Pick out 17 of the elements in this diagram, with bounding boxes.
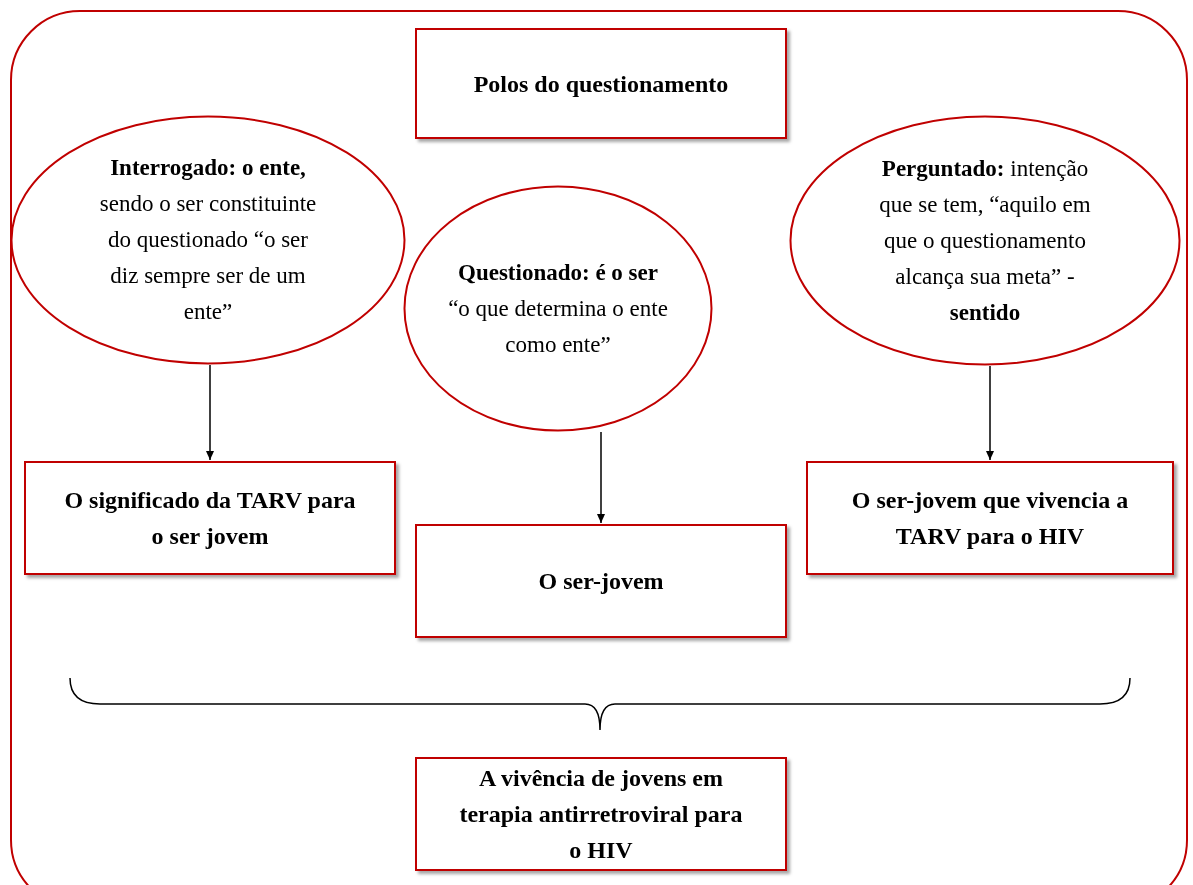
node-text: Questionado: é o ser “o que determina o ente como ente” bbox=[447, 258, 669, 359]
node-text: Perguntado: intenção que se tem, “aquilo em que o questionamento alcança sua meta” - sentido bbox=[878, 154, 1092, 327]
node-text: O ser-jovem bbox=[537, 567, 665, 596]
node-text: A vivência de jovens em terapia antirretroviral para o HIV bbox=[458, 764, 744, 865]
text-box bbox=[415, 757, 787, 871]
text-box bbox=[415, 28, 787, 139]
text-box bbox=[24, 461, 396, 575]
text-box bbox=[806, 461, 1174, 575]
node-text: O ser-jovem que vivencia a TARV para o HIV bbox=[850, 486, 1130, 551]
text-box bbox=[415, 524, 787, 638]
rounded-frame bbox=[10, 10, 1188, 885]
arrow bbox=[597, 431, 605, 524]
node-text: Interrogado: o ente, sendo o ser constituinte do questionado “o ser diz sempre ser de um ente” bbox=[98, 154, 318, 326]
arrow bbox=[986, 365, 994, 461]
arrow bbox=[206, 364, 214, 461]
node-text: O significado da TARV para o ser jovem bbox=[63, 486, 357, 551]
node-text: Polos do questionamento bbox=[472, 69, 730, 99]
